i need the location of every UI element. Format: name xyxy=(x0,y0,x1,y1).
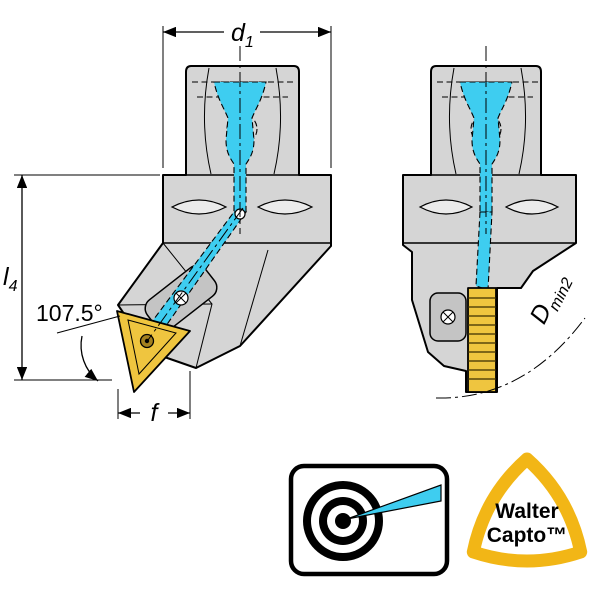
dmin2-arc xyxy=(435,317,586,399)
dim-label-d1: d1 xyxy=(231,19,254,51)
screw-slot xyxy=(175,292,187,304)
walter-capto-line1: Walter xyxy=(495,500,558,523)
dim-label-f: f xyxy=(151,399,161,427)
side-view xyxy=(402,46,586,399)
flange-groove xyxy=(170,199,228,215)
angle-annotation: 107.5° xyxy=(36,300,121,382)
coolant-channel xyxy=(459,81,513,213)
dim-label-l4: l4 xyxy=(3,263,18,295)
dim-label-dmin2: Dmin2 xyxy=(524,268,577,330)
screw-slot xyxy=(442,311,454,323)
coupling-contour xyxy=(273,67,282,175)
insert-chipbreaker xyxy=(127,319,177,376)
flange-groove xyxy=(256,199,314,215)
walter-capto-line2: Capto™ xyxy=(487,524,568,547)
front-view xyxy=(116,46,332,393)
flange-groove xyxy=(418,199,474,215)
angle-label: 107.5° xyxy=(36,300,103,326)
cutting-insert-edge xyxy=(467,287,497,393)
dmin2-annotation: Dmin2 xyxy=(524,268,577,330)
coolant-beam-icon xyxy=(346,484,442,520)
coupling-contour xyxy=(518,67,527,175)
coupling-contour xyxy=(448,67,457,175)
capto-trigon-icon xyxy=(466,452,588,568)
flange-groove xyxy=(504,199,560,215)
coolant-logo xyxy=(288,463,450,577)
walter-capto-logo: Walter Capto™ xyxy=(466,452,588,568)
coolant-channel xyxy=(213,81,267,213)
cutting-insert xyxy=(116,310,191,393)
coupling-contour xyxy=(203,67,212,175)
centerline-coolant xyxy=(147,207,244,341)
dimension-f: f xyxy=(117,371,191,427)
coolant-channel-diagonal xyxy=(144,211,248,341)
dimension-d1: d1 xyxy=(162,19,332,168)
facet-line xyxy=(239,249,269,347)
